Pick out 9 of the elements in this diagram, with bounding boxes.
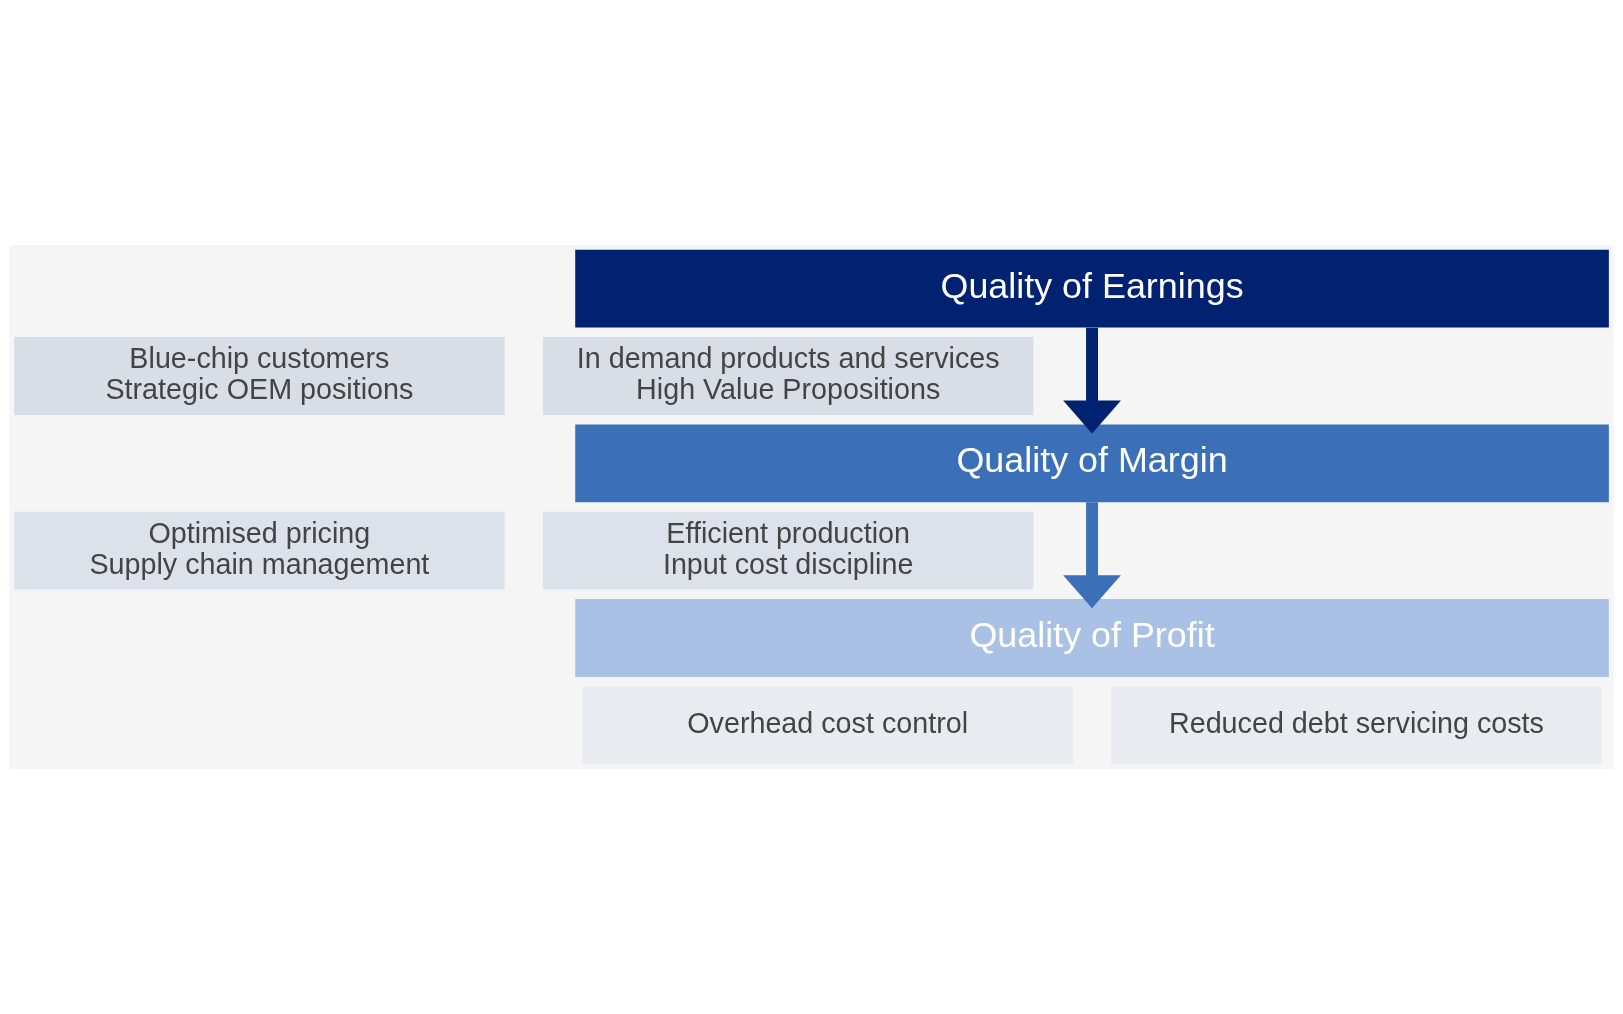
arrow — [1063, 502, 1121, 609]
node-box: Blue-chip customers Strategic OEM positions — [14, 337, 505, 415]
node-box: Optimised pricing Supply chain management — [14, 511, 505, 590]
node-box: Efficient production Input cost discipline — [542, 511, 1034, 590]
arrow — [1063, 327, 1121, 434]
node-box: Quality of Margin — [575, 424, 1609, 503]
node-box: Quality of Earnings — [575, 249, 1609, 328]
node-box: Quality of Profit — [575, 599, 1609, 677]
node-box: In demand products and services High Value Propositions — [542, 337, 1034, 415]
